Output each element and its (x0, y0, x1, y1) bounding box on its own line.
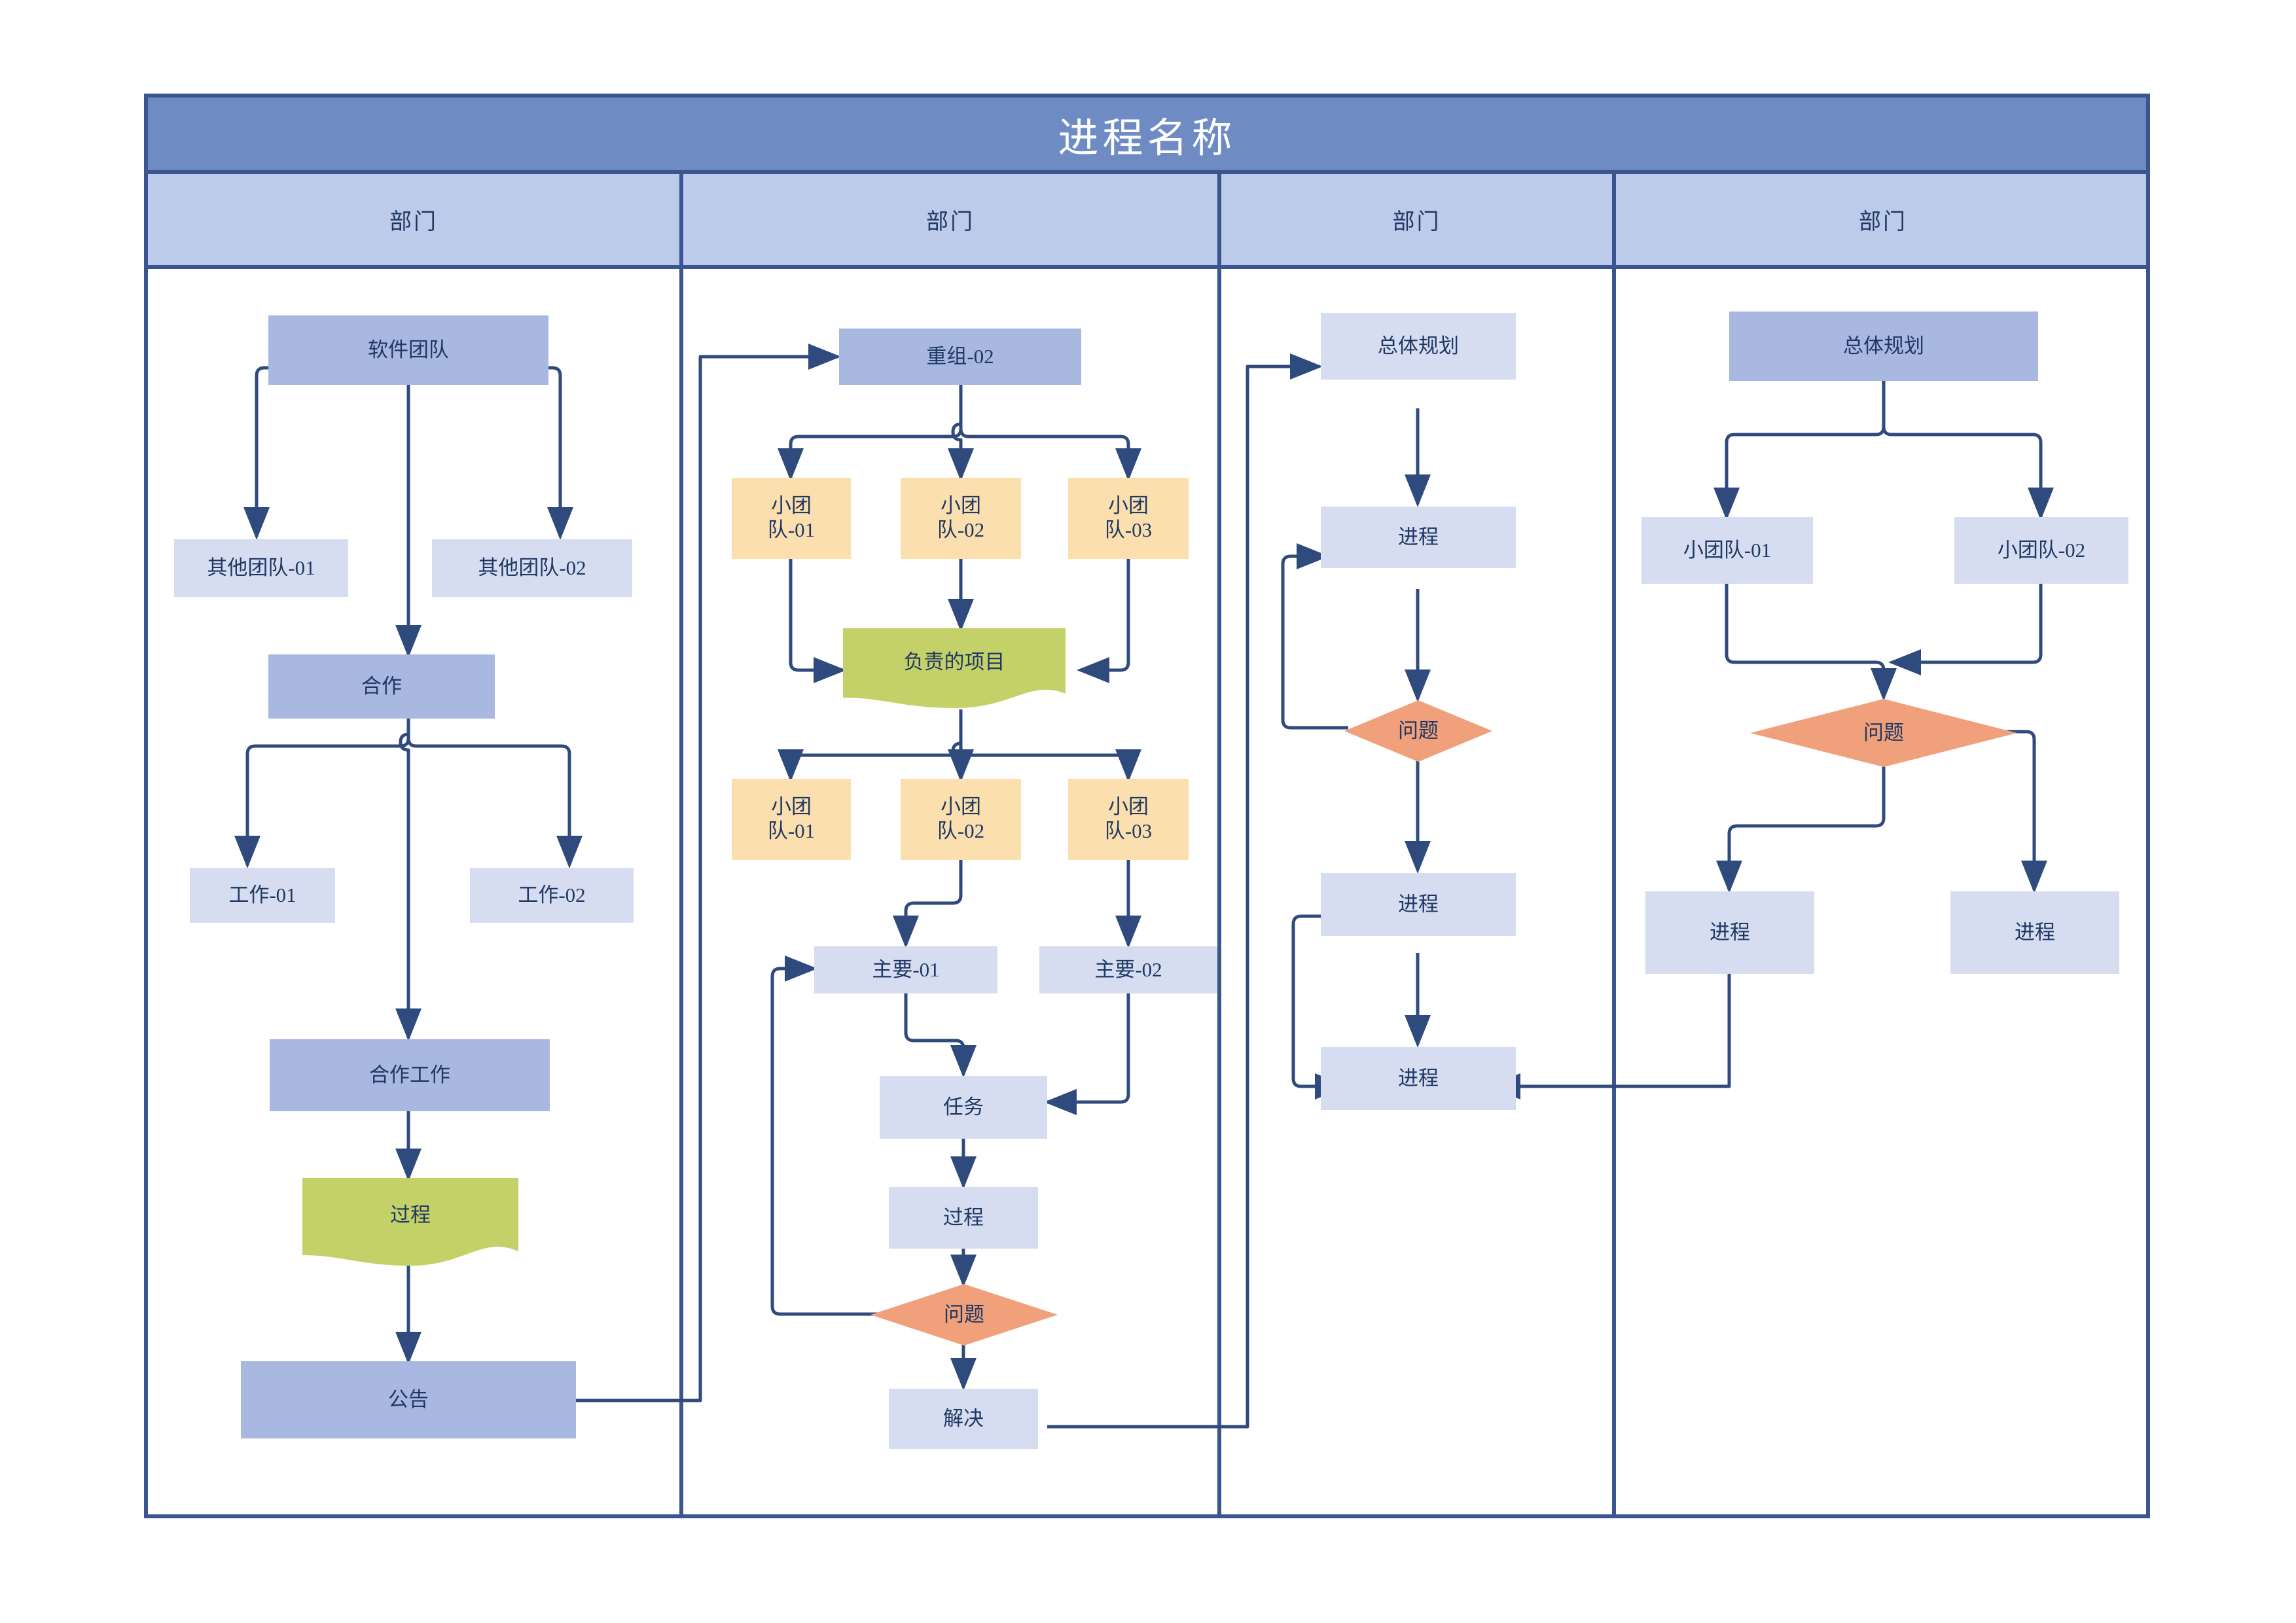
lane-header-1[interactable]: 部门 (389, 210, 438, 234)
diagram-title-bar: 进程名称 (148, 98, 2146, 174)
decision-diamond-icon (870, 1284, 1058, 1346)
node-label: 解决 (943, 1406, 984, 1430)
node-l4-process-left[interactable]: 进程 (1645, 891, 1814, 974)
node-label: 任务 (943, 1095, 984, 1118)
node-label: 负责的项目 (903, 650, 1005, 673)
node-l2-responsible-project[interactable]: 负责的项目 (843, 628, 1066, 712)
node-label: 问题 (1863, 721, 1904, 744)
node-l4-process-right[interactable]: 进程 (1950, 891, 2119, 974)
node-l1-cooperate[interactable]: 合作 (268, 654, 495, 719)
node-l1-other-team-01[interactable]: 其他团队-01 (174, 539, 348, 597)
node-l2-resolve[interactable]: 解决 (889, 1389, 1038, 1449)
node-label: 主要-01 (872, 957, 940, 981)
node-label: 小团 队-02 (937, 795, 985, 842)
lane-divider-3 (1612, 174, 1616, 1514)
node-l3-process-3[interactable]: 进程 (1321, 1047, 1516, 1110)
lane-header-3[interactable]: 部门 (1392, 210, 1441, 234)
node-label: 小团 队-02 (937, 494, 985, 541)
document-shape-icon (302, 1178, 518, 1266)
node-label: 进程 (2015, 920, 2055, 944)
node-label: 小团队-02 (1997, 538, 2086, 562)
node-label: 问题 (1398, 719, 1439, 742)
node-l1-cooperate-work[interactable]: 合作工作 (270, 1039, 550, 1111)
node-l3-overall-plan[interactable]: 总体规划 (1321, 313, 1516, 380)
node-label: 其他团队-01 (207, 556, 315, 579)
node-l3-process-2[interactable]: 进程 (1321, 873, 1516, 936)
node-l2-small-team-b03[interactable]: 小团 队-03 (1068, 779, 1189, 860)
node-l1-announcement[interactable]: 公告 (241, 1361, 576, 1438)
lane-header-4[interactable]: 部门 (1859, 210, 1907, 234)
node-l1-software-team[interactable]: 软件团队 (268, 315, 548, 385)
node-label: 小团 队-01 (767, 795, 816, 842)
node-label: 软件团队 (368, 338, 449, 361)
node-l3-process-1[interactable]: 进程 (1321, 507, 1516, 568)
node-label: 进程 (1398, 1066, 1439, 1090)
node-l2-regroup-02[interactable]: 重组-02 (839, 329, 1081, 385)
node-l3-question[interactable]: 问题 (1344, 700, 1492, 762)
lane-divider-1 (679, 174, 683, 1514)
node-l4-overall-plan[interactable]: 总体规划 (1729, 312, 2038, 381)
node-l1-process-document[interactable]: 过程 (302, 1178, 518, 1271)
lane-header-2[interactable]: 部门 (926, 210, 975, 234)
lane-header-row: 部门 部门 部门 部门 (148, 174, 2146, 269)
node-label: 合作 (361, 674, 402, 698)
node-l2-main-01[interactable]: 主要-01 (814, 946, 997, 993)
node-l2-small-team-b01[interactable]: 小团 队-01 (732, 779, 851, 860)
node-label: 问题 (944, 1302, 984, 1326)
node-l2-small-team-a03[interactable]: 小团 队-03 (1068, 478, 1189, 559)
node-label: 进程 (1398, 892, 1439, 916)
lane-divider-2 (1217, 174, 1221, 1514)
node-label: 合作工作 (369, 1063, 450, 1086)
node-label: 小团 队-03 (1104, 795, 1153, 842)
node-label: 公告 (388, 1387, 429, 1411)
node-label: 重组-02 (926, 344, 994, 368)
node-l1-work-02[interactable]: 工作-02 (470, 868, 634, 923)
node-label: 主要-02 (1094, 957, 1162, 981)
node-label: 过程 (390, 1203, 431, 1226)
node-l2-main-02[interactable]: 主要-02 (1039, 946, 1217, 993)
node-l2-question[interactable]: 问题 (870, 1284, 1058, 1346)
node-label: 总体规划 (1378, 334, 1459, 357)
node-l4-small-team-02[interactable]: 小团队-02 (1954, 517, 2128, 584)
node-l1-work-01[interactable]: 工作-01 (190, 868, 335, 923)
diagram-title: 进程名称 (1058, 116, 1236, 161)
node-label: 总体规划 (1843, 334, 1924, 357)
node-l2-procedure[interactable]: 过程 (889, 1187, 1038, 1249)
node-l4-small-team-01[interactable]: 小团队-01 (1641, 517, 1813, 584)
node-label: 小团 队-01 (767, 494, 816, 541)
node-label: 其他团队-02 (478, 556, 586, 579)
node-l2-small-team-a02[interactable]: 小团 队-02 (901, 478, 1021, 559)
node-l2-small-team-a01[interactable]: 小团 队-01 (732, 478, 851, 559)
node-label: 工作-02 (518, 883, 586, 906)
node-l2-task[interactable]: 任务 (880, 1076, 1047, 1139)
node-label: 过程 (943, 1205, 984, 1229)
node-l4-question[interactable]: 问题 (1750, 699, 2017, 767)
node-l2-small-team-b02[interactable]: 小团 队-02 (901, 779, 1021, 860)
node-label: 进程 (1398, 525, 1439, 548)
node-label: 工作-01 (228, 883, 296, 906)
document-shape-icon (843, 628, 1066, 708)
node-l1-other-team-02[interactable]: 其他团队-02 (432, 539, 632, 597)
node-label: 进程 (1710, 920, 1750, 944)
node-label: 小团队-01 (1683, 538, 1772, 562)
node-label: 小团 队-03 (1104, 494, 1153, 541)
decision-diamond-icon (1344, 700, 1492, 762)
